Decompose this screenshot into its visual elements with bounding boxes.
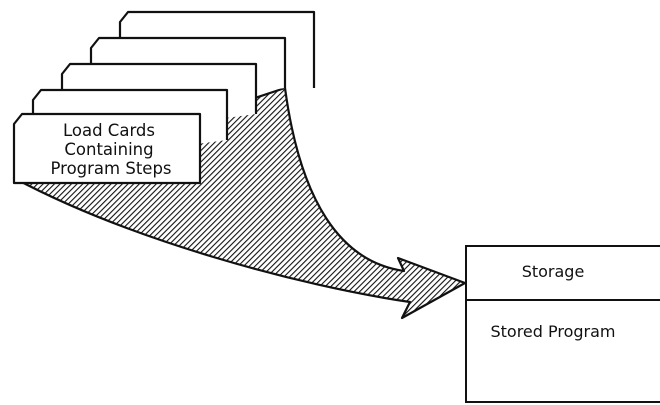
card-deck: Load Cards Containing Program Steps xyxy=(12,10,316,185)
front-load-card xyxy=(12,112,202,185)
storage-title: Storage xyxy=(522,262,585,281)
card-label-line-3: Program Steps xyxy=(50,159,171,178)
storage-box-outline xyxy=(465,245,660,403)
card-label-line-1: Load Cards xyxy=(63,121,155,140)
storage-box: Storage Stored Program xyxy=(465,245,660,403)
stored-program-label: Stored Program xyxy=(490,322,615,341)
card-label-line-2: Containing xyxy=(64,140,153,159)
